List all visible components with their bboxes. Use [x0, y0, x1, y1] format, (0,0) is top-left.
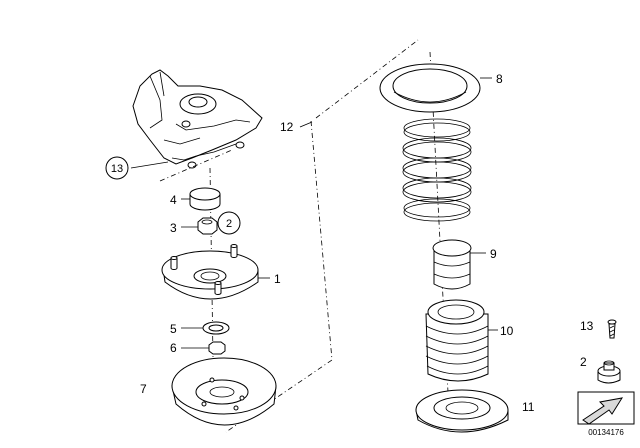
lower-spring-pad: [415, 389, 509, 433]
diagram-code: 00134176: [588, 428, 624, 437]
washer: [202, 321, 230, 335]
strut-mount: [161, 244, 259, 300]
bump-stop: [432, 239, 472, 290]
label-6: 6: [170, 341, 177, 355]
legend-screw: [607, 319, 617, 339]
label-12: 12: [280, 120, 294, 134]
label-4: 4: [170, 193, 177, 207]
strut-housing: [132, 69, 263, 169]
dust-cap: [189, 187, 221, 211]
label-8: 8: [496, 72, 503, 86]
label-2: 2: [226, 218, 232, 230]
hex-nut: [197, 217, 218, 235]
label-2-circle: [217, 211, 241, 235]
label-1: 1: [274, 272, 281, 286]
label-13-circle: [105, 156, 129, 180]
label-5: 5: [170, 322, 177, 336]
coil-spring: [402, 118, 472, 222]
protective-boot: [425, 299, 489, 382]
label-7: 7: [140, 382, 147, 396]
orientation-arrow-box: [577, 391, 635, 425]
label-10: 10: [500, 324, 514, 338]
axis-line-housing: [159, 149, 233, 182]
label-9: 9: [490, 247, 497, 261]
leader-13: [130, 161, 169, 169]
label-11: 11: [522, 400, 535, 414]
legend-label-13: 13: [580, 319, 594, 333]
upper-spring-pad: [379, 63, 481, 113]
legend-label-2: 2: [580, 355, 587, 369]
label-3: 3: [170, 221, 177, 235]
legend-nut: [597, 360, 621, 384]
nut-small: [208, 341, 226, 355]
label-13: 13: [111, 163, 123, 175]
leader-12: [299, 121, 313, 128]
support-plate: [171, 357, 277, 426]
